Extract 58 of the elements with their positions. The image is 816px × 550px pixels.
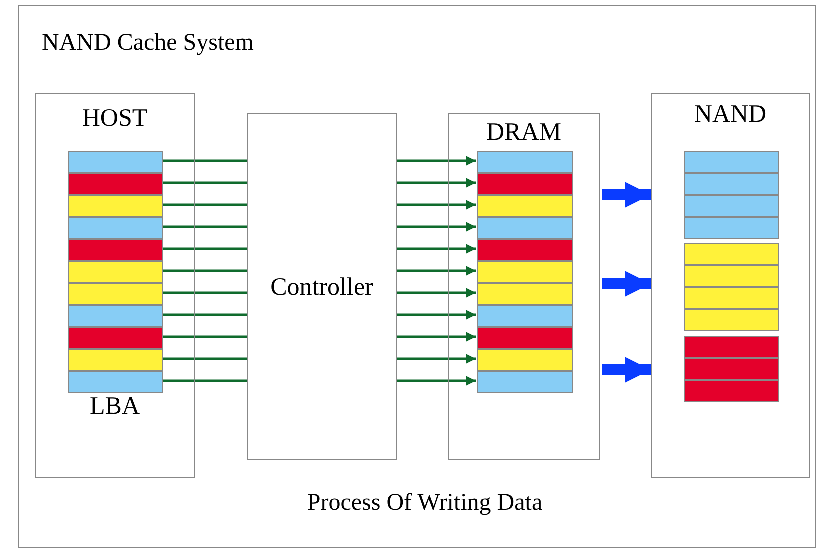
memory-block [68, 151, 163, 173]
box-label: HOST [81, 104, 149, 134]
memory-block [684, 309, 779, 331]
arrow [397, 354, 476, 364]
box-label: Controller [270, 272, 374, 302]
memory-block [684, 243, 779, 265]
memory-block [684, 358, 779, 380]
memory-block [684, 380, 779, 402]
memory-block [477, 305, 573, 327]
memory-block [477, 217, 573, 239]
diagram-title: NAND Cache System [42, 29, 254, 58]
memory-block [684, 287, 779, 309]
arrow [602, 182, 651, 208]
memory-block [477, 195, 573, 217]
memory-block [68, 327, 163, 349]
arrow [397, 244, 476, 254]
memory-block [684, 265, 779, 287]
memory-block [477, 283, 573, 305]
arrow [602, 357, 651, 383]
memory-block [68, 371, 163, 393]
box-label: LBA [89, 392, 141, 422]
memory-block [477, 261, 573, 283]
arrow [397, 288, 476, 298]
memory-block [684, 173, 779, 195]
arrow [397, 266, 476, 276]
memory-block [477, 327, 573, 349]
memory-block [68, 305, 163, 327]
memory-block [68, 349, 163, 371]
arrow [602, 271, 651, 297]
memory-block [684, 151, 779, 173]
memory-block [477, 239, 573, 261]
box-label: DRAM [485, 118, 562, 148]
arrow [397, 376, 476, 386]
memory-block [477, 371, 573, 393]
memory-block [68, 261, 163, 283]
memory-block [68, 239, 163, 261]
arrow [397, 178, 476, 188]
memory-block [68, 283, 163, 305]
memory-block [68, 195, 163, 217]
arrow [397, 310, 476, 320]
memory-block [68, 173, 163, 195]
arrow [397, 200, 476, 210]
component-box [448, 113, 600, 460]
arrow [397, 222, 476, 232]
arrow [397, 332, 476, 342]
arrow [397, 156, 476, 166]
memory-block [684, 336, 779, 358]
memory-block [68, 217, 163, 239]
memory-block [684, 217, 779, 239]
memory-block [684, 195, 779, 217]
box-label: NAND [693, 100, 768, 130]
component-box [651, 93, 810, 478]
memory-block [477, 349, 573, 371]
diagram-caption: Process Of Writing Data [306, 489, 544, 518]
memory-block [477, 173, 573, 195]
memory-block [477, 151, 573, 173]
component-box [35, 93, 195, 478]
component-box [247, 113, 397, 460]
